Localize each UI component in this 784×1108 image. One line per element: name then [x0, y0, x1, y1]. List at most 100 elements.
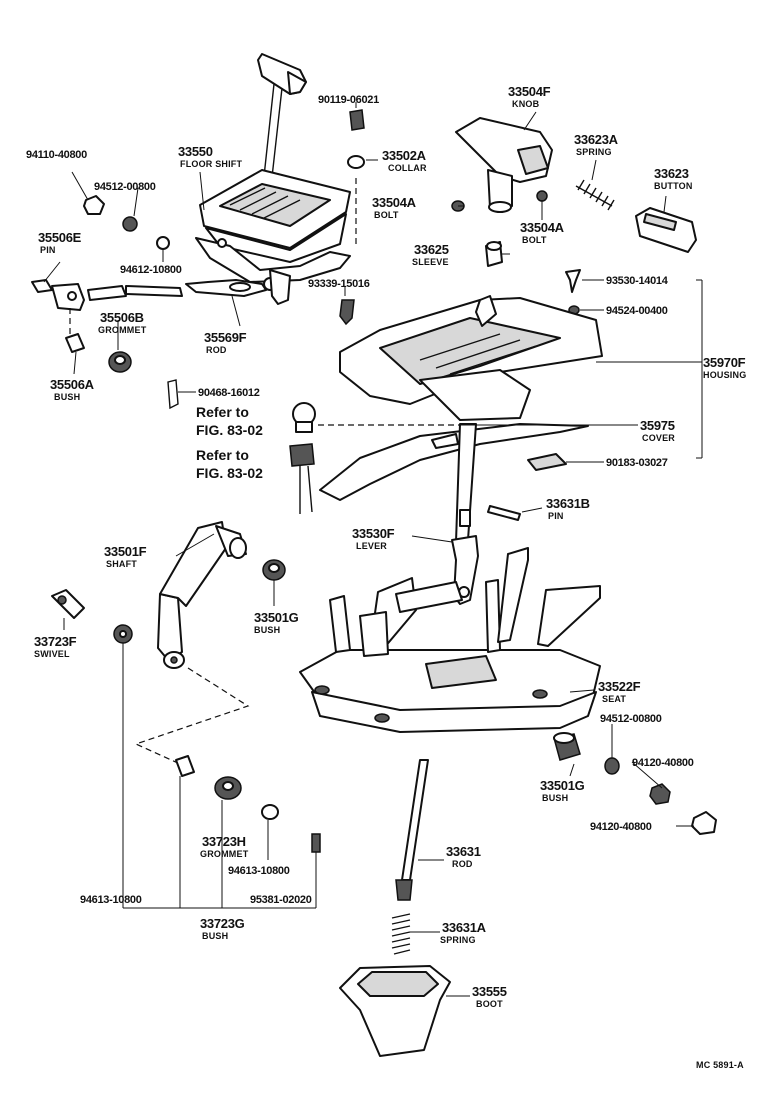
label-35506E-number: 35506E [38, 230, 82, 245]
shaft-assembly [51, 521, 321, 853]
label-33623A-name-text: SPRING [576, 147, 612, 157]
knob-opening [517, 145, 549, 175]
label-35506E-name: PIN [40, 245, 56, 255]
label-93339: 93339-15016 [308, 278, 370, 290]
label-33625-number: 33625 [414, 242, 449, 257]
label-33530F-name: LEVER [356, 541, 387, 551]
shaft-eye-hole [170, 656, 178, 664]
nut-94120b-part [691, 811, 717, 835]
floor-shift-arm [269, 269, 291, 305]
bolt-93339-part [339, 299, 355, 326]
label-ref2-line1: Refer to [196, 447, 249, 463]
label-33723G-name: BUSH [202, 931, 228, 941]
label-35975-number: 35975 [640, 418, 675, 433]
label-33501G-right-number: 33501G [540, 778, 585, 793]
label-93530: 93530-14014 [606, 275, 669, 287]
sleeve-top [486, 241, 502, 251]
label-35506A-number: 35506A [50, 377, 95, 392]
label-33723F-name: SWIVEL [34, 649, 70, 659]
label-95381: 95381-02020 [250, 894, 312, 906]
label-ref1-line1: Refer to [196, 404, 249, 420]
floor-shift-gate-lines [229, 187, 301, 219]
label-33623A-number: 33623A [574, 132, 619, 147]
bulb-base [295, 421, 313, 433]
floor-shift-assembly [31, 53, 365, 410]
label-94120-top: 94120-40800 [632, 757, 694, 769]
socket-wires [299, 465, 313, 514]
shift-rod-tube [125, 285, 183, 297]
seat-hole-1 [314, 685, 330, 695]
rod-33631-end [395, 879, 413, 901]
label-33631-name: ROD [452, 859, 473, 869]
label-33555-name: BOOT [476, 999, 503, 1009]
label-94524: 94524-00400 [606, 305, 668, 317]
grommet-35506B-hole [114, 355, 126, 365]
bolt-90119-part [349, 109, 365, 131]
shaft-end-cap [229, 537, 247, 559]
washer-94512-part [122, 216, 138, 232]
label-33550-name: FLOOR SHIFT [180, 159, 242, 169]
washer-94612-part [156, 236, 170, 250]
bush-33501G-right-top [553, 732, 575, 744]
bush-33723G-part [175, 755, 195, 777]
label-90119: 90119-06021 [318, 94, 379, 106]
shift-lever-handle-tip [287, 71, 307, 95]
label-33504A-right-number: 33504A [520, 220, 565, 235]
seat-opening [425, 655, 497, 689]
label-33504A-left-name: BOLT [374, 210, 399, 220]
lever-pin-hole [459, 509, 471, 527]
cover-slot [431, 433, 459, 449]
label-33501G-left-number: 33501G [254, 610, 299, 625]
label-35506A-name: BUSH [54, 392, 80, 402]
label-33631A-name: SPRING [440, 935, 476, 945]
bush-33501G-left-top [268, 563, 280, 573]
label-94512-bottom: 94512-00800 [600, 713, 662, 725]
collar-part [347, 155, 365, 169]
button-top [643, 213, 677, 231]
label-94612: 94612-10800 [120, 264, 182, 276]
seat-frame-left [329, 595, 351, 653]
shaft-arm [159, 521, 227, 607]
label-33723F-number: 33723F [34, 634, 77, 649]
rod-boot-assembly [339, 759, 451, 1057]
label-35970F-number: 35970F [703, 355, 746, 370]
washer-94613-part [261, 804, 279, 820]
floor-shift-bracket [195, 237, 351, 283]
label-33723H-name: GROMMET [200, 849, 249, 859]
pin-33631B-part [487, 505, 521, 521]
housing-assembly [289, 269, 717, 835]
label-94110: 94110-40800 [26, 149, 87, 161]
housing-gate [379, 317, 561, 385]
label-33502A-number: 33502A [382, 148, 427, 163]
socket-part [289, 443, 315, 467]
label-33623-name: BUTTON [654, 181, 693, 191]
label-33631B-name: PIN [548, 511, 564, 521]
label-35975-name: COVER [642, 433, 675, 443]
swivel-hole [57, 595, 67, 605]
grommet-33723H-hole [222, 781, 234, 791]
label-ref2-line2: FIG. 83-02 [196, 465, 263, 481]
label-33522F-name: SEAT [602, 694, 626, 704]
label-33631-number: 33631 [446, 844, 481, 859]
label-94512-top: 94512-00800 [94, 181, 156, 193]
label-33631B-number: 33631B [546, 496, 590, 511]
label-33502A-name: COLLAR [388, 163, 427, 173]
seat-frame-center [485, 579, 501, 653]
label-33522F-number: 33522F [598, 679, 641, 694]
bolt-33504A-right-part [536, 190, 548, 202]
label-94613-left: 94613-10800 [80, 894, 142, 906]
housing-lever-top [475, 295, 497, 327]
label-33723H-number: 33723H [202, 834, 246, 849]
label-33504A-right-name: BOLT [522, 235, 547, 245]
label-35569F-number: 35569F [204, 330, 247, 345]
nut-94110-part [83, 195, 105, 215]
seat-hole-3 [374, 713, 390, 723]
label-33723G-number: 33723G [200, 916, 245, 931]
pin-95381-part [311, 833, 321, 853]
label-33550-number: 33550 [178, 144, 213, 159]
callout-labels: 90119-06021 33504F KNOB 33623A 33623A SP… [26, 84, 746, 1070]
label-94120-bottom: 94120-40800 [590, 821, 652, 833]
label-33555-number: 33555 [472, 984, 507, 999]
label-33504F-name: KNOB [512, 99, 540, 109]
